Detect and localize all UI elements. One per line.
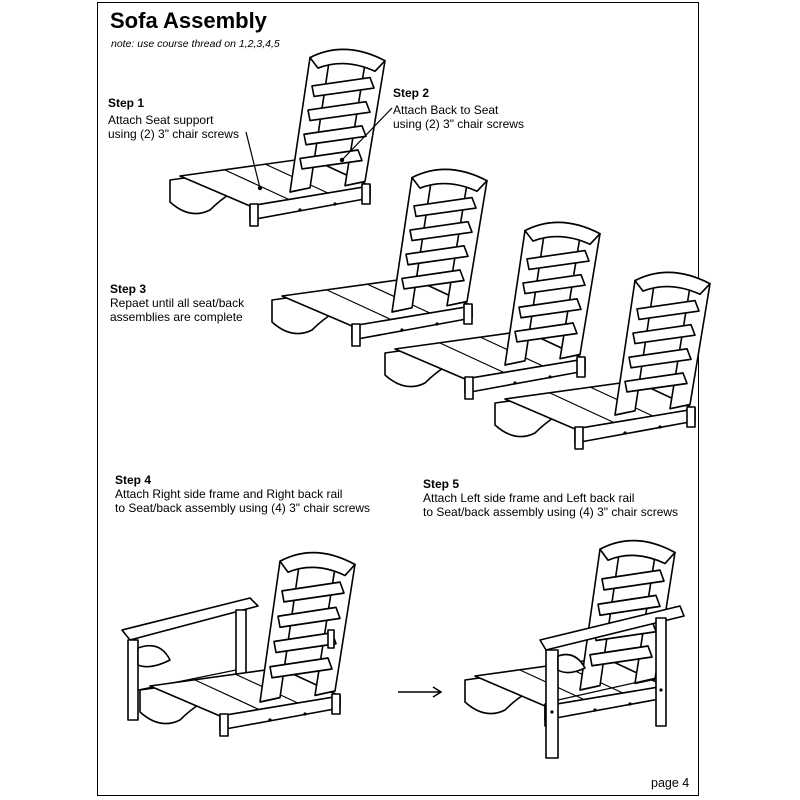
step-4-heading: Step 4 xyxy=(115,473,152,487)
step-3-heading: Step 3 xyxy=(110,282,147,296)
step-2-leader xyxy=(341,107,393,161)
step-5-chair xyxy=(464,539,685,759)
step-5: Step 5 Attach Left side frame and Left b… xyxy=(423,477,678,519)
step-4-text: Attach Right side frame and Right back r… xyxy=(115,487,371,515)
step-5-heading: Step 5 xyxy=(423,477,460,491)
step-3-text: Repaet until all seat/back assemblies ar… xyxy=(110,296,245,324)
step-1-leader xyxy=(245,131,261,189)
step-1-text: Attach Seat support using (2) 3" chair s… xyxy=(108,113,239,141)
page-title: Sofa Assembly xyxy=(110,8,267,33)
assembly-note: note: use course thread on 1,2,3,4,5 xyxy=(111,38,280,50)
step-2-text: Attach Back to Seat using (2) 3" chair s… xyxy=(393,103,524,131)
step-2-heading: Step 2 xyxy=(393,86,430,100)
page-border xyxy=(97,2,699,796)
step-1: Step 1 Attach Seat support using (2) 3" … xyxy=(108,96,239,141)
page-number: page 4 xyxy=(651,776,690,790)
arrow-icon xyxy=(398,686,443,698)
step-4: Step 4 Attach Right side frame and Right… xyxy=(115,473,370,515)
step-4-chair xyxy=(121,551,356,737)
step-1-heading: Step 1 xyxy=(108,96,145,110)
step-5-text: Attach Left side frame and Left back rai… xyxy=(423,491,679,519)
step-3: Step 3 Repaet until all seat/back assemb… xyxy=(110,282,244,324)
step-2: Step 2 Attach Back to Seat using (2) 3" … xyxy=(393,86,524,131)
step-1-2-assembly xyxy=(169,48,386,227)
